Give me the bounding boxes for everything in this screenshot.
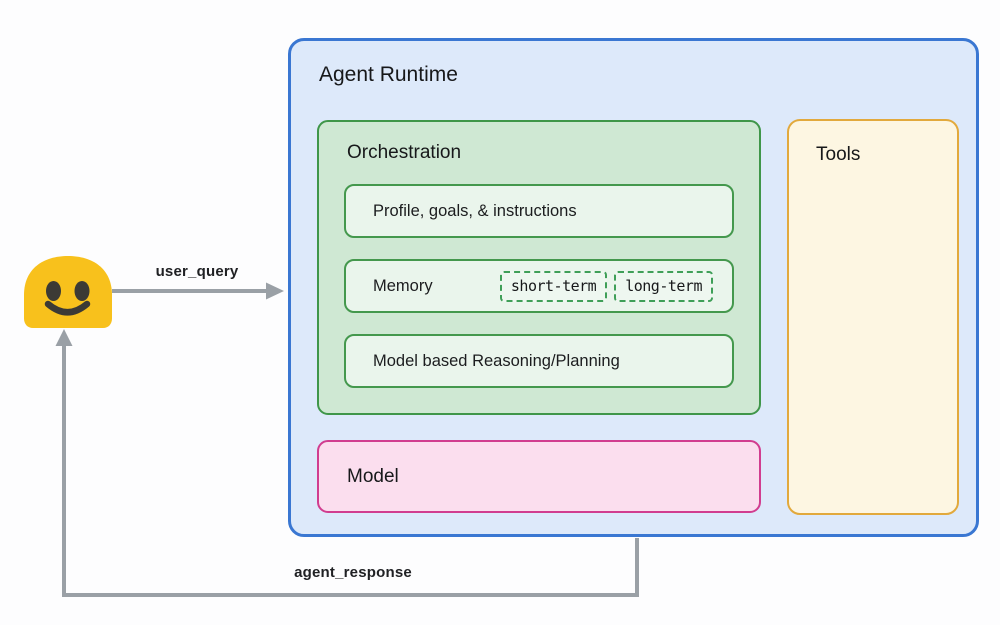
model-reasoning-planning-box: Model based Reasoning/Planning [344,334,734,388]
memory-chip-group: short-term long-term [499,270,713,302]
profile-goals-instructions-label: Profile, goals, & instructions [373,201,577,220]
agent-response-label: agent_response [294,564,412,581]
long-term-memory-chip: long-term [614,270,713,302]
agent-runtime-box: Agent Runtime Orchestration Profile, goa… [288,38,979,537]
arrowhead-up-icon [55,329,73,346]
profile-goals-instructions-box: Profile, goals, & instructions [344,184,734,238]
user-query-label: user_query [155,263,239,280]
short-term-memory-chip: short-term [499,270,608,302]
model-box: Model [317,440,761,513]
user-query-arrow [112,282,284,300]
model-label: Model [347,465,399,487]
tools-box: Tools [787,119,959,515]
model-reasoning-planning-label: Model based Reasoning/Planning [373,351,620,370]
orchestration-title: Orchestration [347,142,462,163]
tools-label: Tools [816,144,861,165]
memory-box: Memory short-term long-term [344,259,734,313]
user-smiley-emoji-icon [24,256,112,328]
orchestration-box: Orchestration Profile, goals, & instruct… [317,120,761,415]
arrowhead-right-icon [266,282,284,300]
agent-runtime-title: Agent Runtime [319,63,458,86]
memory-label: Memory [373,276,433,295]
